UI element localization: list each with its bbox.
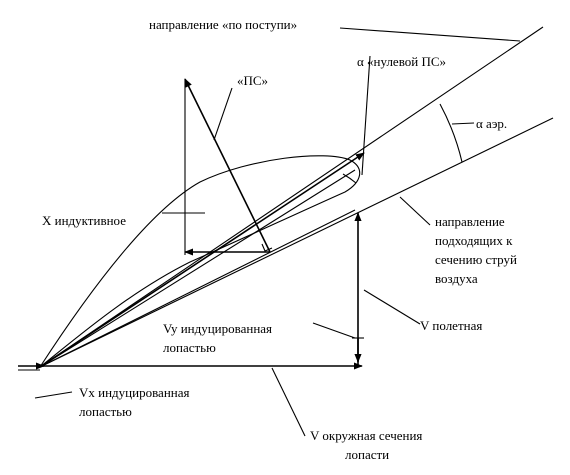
lift-force-arrow — [184, 78, 271, 253]
vx-induced-label-1: Vx индуцированная — [79, 385, 190, 400]
zero-lift-line — [39, 152, 365, 368]
leader-alpha-aero — [451, 122, 475, 125]
flow-direction-label-4: воздуха — [435, 271, 478, 286]
inflow-direction-line — [39, 26, 544, 368]
flow-direction-label-3: сечению струй — [435, 252, 517, 267]
airflow-direction-line — [39, 117, 554, 368]
leader-vy — [312, 322, 356, 339]
leader-v-circumferential — [271, 367, 306, 437]
inflow-direction-label: направление «по поступи» — [149, 17, 297, 32]
alpha-zero-arc — [342, 173, 357, 184]
chord-line-bottom — [39, 209, 356, 368]
vy-induced-label-1: Vy индуцированная — [163, 321, 272, 336]
right-angle-mark — [261, 243, 273, 252]
flow-direction-label-2: подходящих к — [435, 233, 513, 248]
leader-zero-alpha — [361, 55, 371, 176]
zero-lift-alpha-label: α «нулевой ПС» — [357, 54, 446, 69]
leader-vx — [34, 391, 73, 399]
leader-inflow — [339, 27, 521, 42]
v-circumferential-label-2: лопасти — [345, 447, 389, 462]
alpha-aero-label: α аэр. — [476, 116, 507, 131]
vx-induced-label-2: лопастью — [79, 404, 132, 419]
ps-label: «ПС» — [237, 73, 268, 88]
alpha-aero-arc — [439, 103, 463, 163]
vy-induced-label-2: лопастью — [163, 340, 216, 355]
leader-flow-direction — [399, 196, 431, 226]
leader-ps — [213, 87, 233, 141]
x-inductive-label: X индуктивное — [42, 213, 126, 228]
v-circumferential-label-1: V окружная сечения — [310, 428, 422, 443]
airfoil-profile — [39, 155, 361, 368]
v-flight-label: V полетная — [420, 318, 482, 333]
flow-direction-label-1: направление — [435, 214, 505, 229]
chord-line-lower — [39, 169, 356, 368]
leader-v-flight — [363, 289, 421, 325]
